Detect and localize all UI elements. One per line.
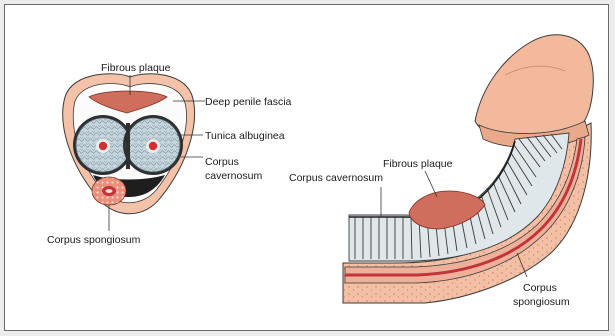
label-tunica-albuginea: Tunica albuginea xyxy=(205,130,285,142)
cross-right-artery xyxy=(149,142,157,150)
label-side-corpus-cavernosum: Corpus cavernosum xyxy=(289,172,383,184)
label-cross-corpus-spongiosum: Corpus spongiosum xyxy=(47,234,141,246)
label-side-corpus-spongiosum-line1: Corpus xyxy=(523,282,557,294)
figure-panel: Fibrous plaque Deep penile fascia Tunica… xyxy=(4,4,609,331)
cross-right-cavernosum xyxy=(123,115,183,175)
peyronie-diagram: Fibrous plaque Deep penile fascia Tunica… xyxy=(5,5,610,332)
longitudinal-view: Fibrous plaque Corpus cavernosum Corpus … xyxy=(289,35,593,308)
cross-section: Fibrous plaque Deep penile fascia Tunica… xyxy=(47,62,292,246)
label-corpus-cavernosum-line2: cavernosum xyxy=(205,170,262,182)
label-deep-penile-fascia: Deep penile fascia xyxy=(205,96,292,108)
leader-side-fibrous-plaque xyxy=(425,171,437,197)
label-side-corpus-spongiosum-line2: spongiosum xyxy=(513,296,570,308)
label-corpus-cavernosum-line1: Corpus xyxy=(205,156,239,168)
cross-septum xyxy=(126,123,130,169)
cross-left-artery xyxy=(99,142,107,150)
label-side-fibrous-plaque: Fibrous plaque xyxy=(383,158,453,170)
label-cross-fibrous-plaque: Fibrous plaque xyxy=(101,62,171,74)
side-glans xyxy=(475,35,593,140)
cross-corpus-spongiosum xyxy=(92,177,126,205)
